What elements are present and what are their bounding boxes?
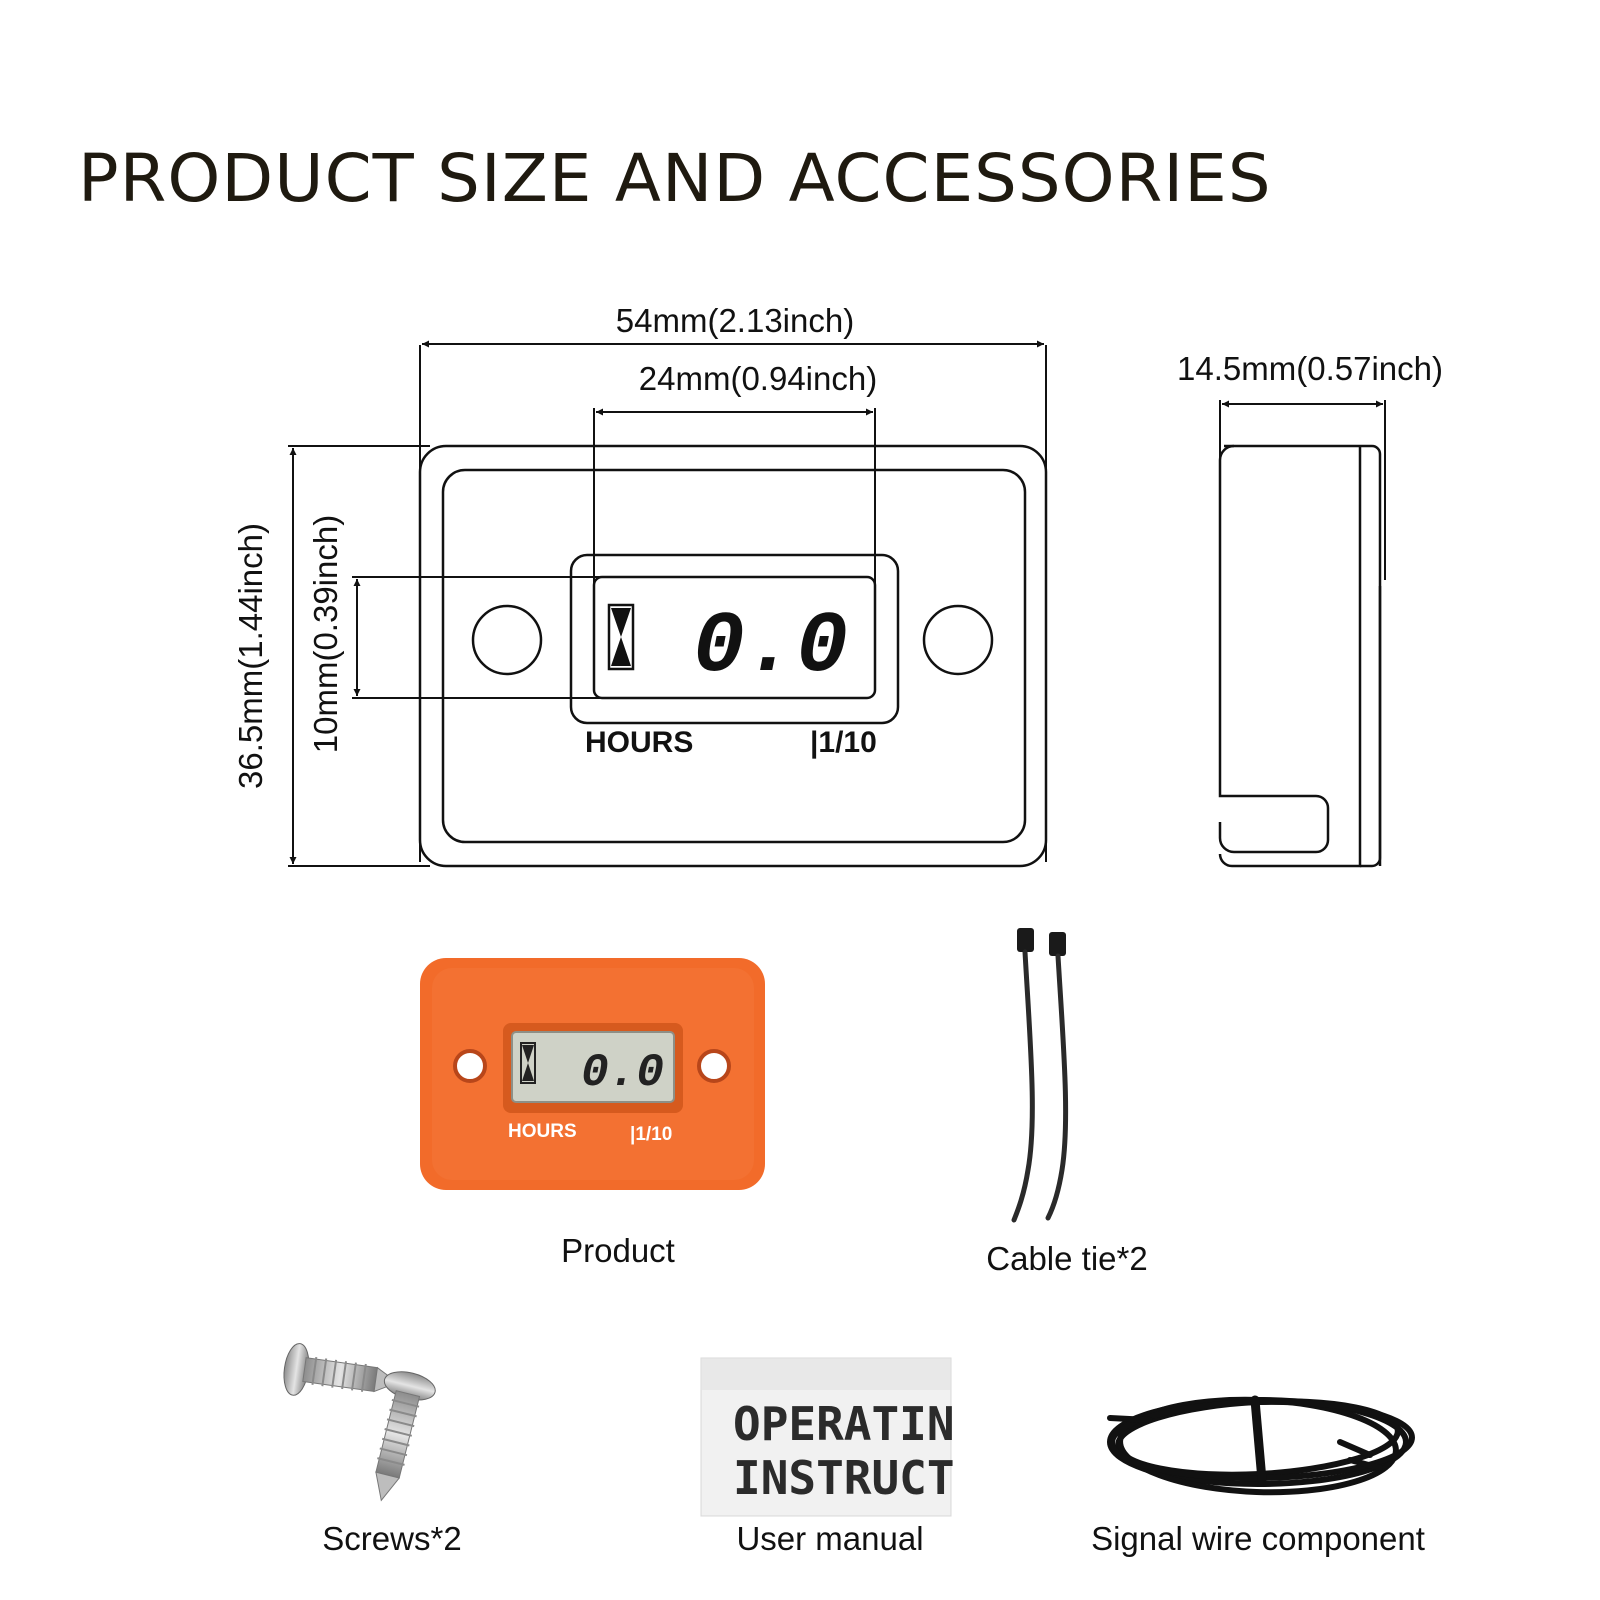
- product-photo: 0.0 HOURS |1/10: [420, 958, 765, 1190]
- depth-dimension: [1219, 400, 1386, 580]
- depth-dimension-label: 14.5mm(0.57inch): [1177, 350, 1443, 387]
- cable-tie-caption: Cable tie*2: [986, 1240, 1147, 1277]
- screws-image: [283, 1343, 436, 1502]
- photo-hours-label: HOURS: [508, 1121, 577, 1142]
- mount-hole-right: [922, 604, 994, 676]
- width-dimension: [419, 340, 1047, 862]
- signal-wire-caption: Signal wire component: [1091, 1520, 1425, 1557]
- signal-wire-image: [1107, 1395, 1415, 1496]
- width-dimension-label: 54mm(2.13inch): [616, 302, 854, 339]
- display-height-dimension: [352, 576, 600, 699]
- page-title: PRODUCT SIZE AND ACCESSORIES: [78, 140, 1272, 217]
- cable-tie-image: [1011, 928, 1069, 1223]
- mount-hole-left: [471, 604, 543, 676]
- side-view-drawing: [1218, 444, 1382, 868]
- display-width-label: 24mm(0.94inch): [639, 360, 877, 397]
- photo-scale-label: |1/10: [630, 1124, 672, 1145]
- drawing-hours-label: HOURS: [585, 726, 693, 759]
- manual-text-line1: OPERATIN: [733, 1397, 955, 1451]
- display-bezel-outline: [569, 553, 900, 725]
- inner-housing-outline: [441, 468, 1027, 844]
- display-height-label: 10mm(0.39inch): [307, 515, 344, 753]
- height-dimension-label: 36.5mm(1.44inch): [232, 523, 269, 789]
- screws-caption: Screws*2: [322, 1520, 461, 1557]
- height-dimension: [288, 445, 430, 867]
- drawing-scale-label: |1/10: [810, 726, 877, 759]
- photo-reading: 0.0: [581, 1047, 664, 1099]
- lcd-window-outline: [592, 575, 877, 700]
- user-manual-caption: User manual: [736, 1520, 923, 1557]
- drawing-reading: 0.0: [693, 598, 848, 696]
- manual-text-line2: INSTRUCT: [733, 1451, 955, 1505]
- hourglass-icon: [607, 603, 635, 671]
- product-caption: Product: [561, 1232, 675, 1269]
- user-manual-image: OPERATIN INSTRUCT: [700, 1357, 955, 1517]
- display-width-dimension: [593, 408, 876, 590]
